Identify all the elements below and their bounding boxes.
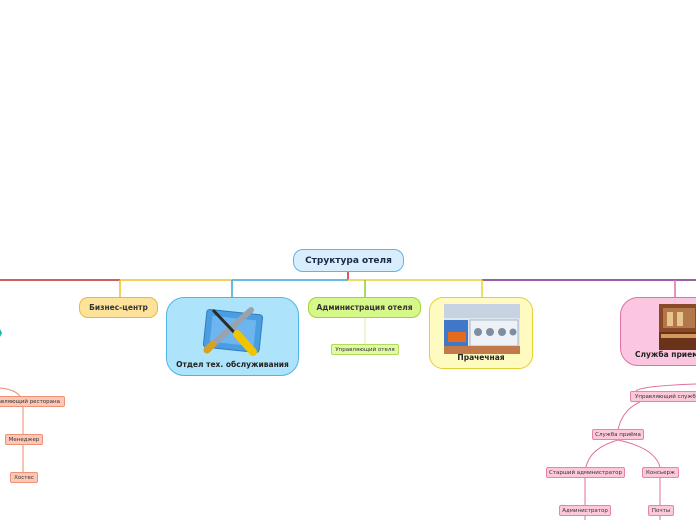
root-node[interactable]: Структура отеля [293, 249, 404, 272]
leaf-senior-admin[interactable]: Старший администратор [546, 467, 625, 478]
reception-label: Служба приема [635, 350, 696, 359]
leaf-administrator[interactable]: Администратор [559, 505, 611, 516]
connector-frontdesk-concierge [617, 439, 661, 468]
branch-hotel-admin[interactable]: Администрация отеля [308, 297, 421, 318]
connector-service-frontdesk [617, 383, 696, 431]
laundry-photo [444, 304, 520, 354]
leaf-hostess[interactable]: Хостес [10, 472, 38, 483]
leaf-service-manager[interactable]: Управляющий службы [630, 391, 696, 402]
leaf-concierge[interactable]: Консьерж [642, 467, 679, 478]
leaf-mail[interactable]: Почты [648, 505, 674, 516]
leaf-manager[interactable]: Менеджер [5, 434, 43, 445]
branch-reception-service[interactable]: Служба приема [620, 297, 696, 366]
laundry-label: Прачечная [457, 353, 505, 362]
branch-laundry[interactable]: Прачечная [429, 297, 533, 369]
teal-branch-marker [0, 329, 2, 337]
tech-service-label: Отдел тех. обслуживания [176, 360, 289, 369]
connector-frontdesk-senior [585, 439, 619, 468]
branch-business-center[interactable]: Бизнес-центр [79, 297, 158, 318]
leaf-restaurant-manager[interactable]: Управляющий ресторана [0, 396, 65, 407]
tools-icon [202, 307, 264, 356]
branch-tech-service[interactable]: Отдел тех. обслуживания [166, 297, 299, 376]
leaf-front-desk[interactable]: Служба приёма [592, 429, 644, 440]
reception-photo [659, 304, 696, 350]
leaf-hotel-manager[interactable]: Управляющий отеля [331, 344, 399, 355]
